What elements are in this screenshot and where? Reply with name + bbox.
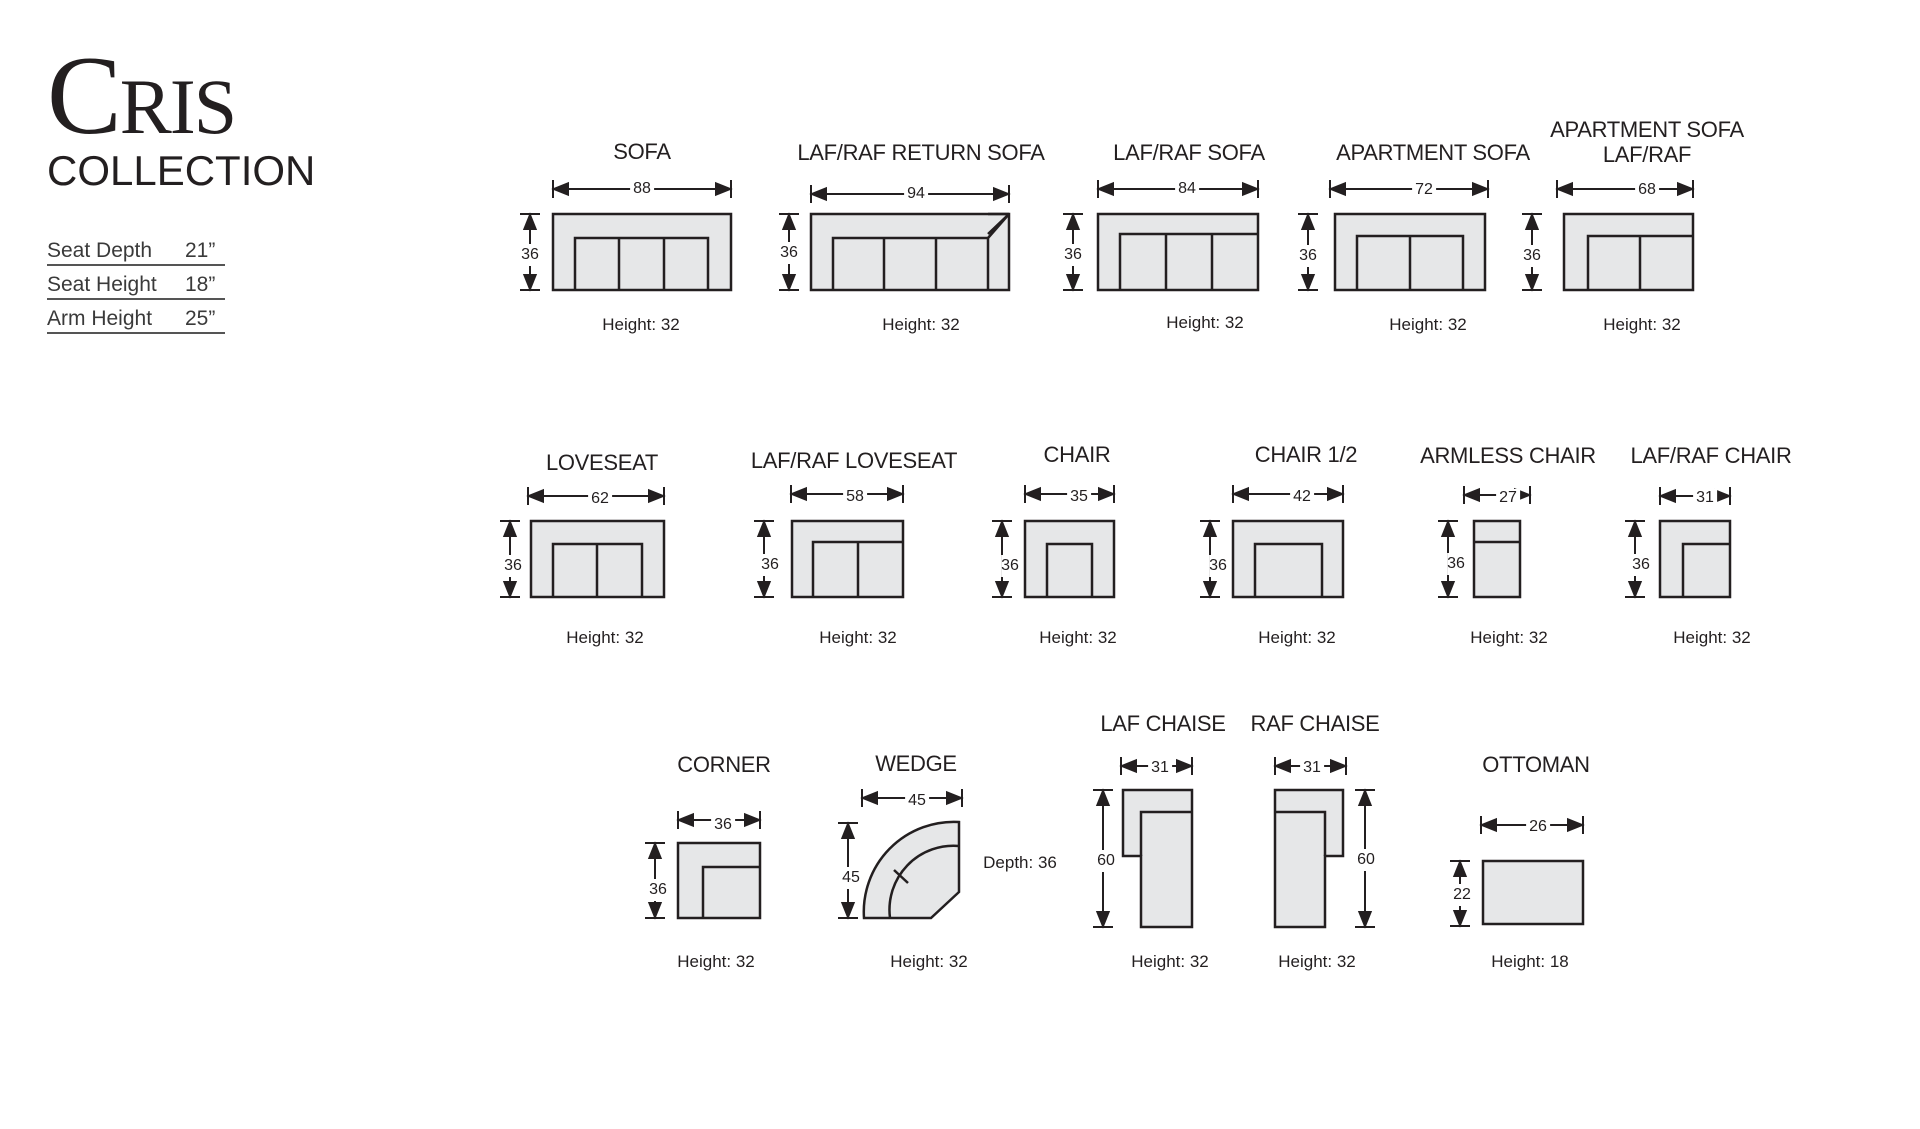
apt-sofa-depth: 36 bbox=[1299, 245, 1317, 267]
chair-half-depth: 36 bbox=[1209, 555, 1227, 577]
laf-loveseat-diagram bbox=[754, 485, 905, 599]
corner-title: CORNER bbox=[677, 752, 771, 777]
chair-height: Height: 32 bbox=[1039, 628, 1117, 647]
raf-chaise-height: Height: 32 bbox=[1278, 952, 1356, 971]
ottoman-height: Height: 18 bbox=[1491, 952, 1569, 971]
spec-row: Seat Height 18” bbox=[47, 266, 225, 300]
return-sofa-diagram bbox=[779, 185, 1011, 292]
raf-chaise-width: 31 bbox=[1300, 759, 1324, 777]
brand-block: Cris COLLECTION bbox=[47, 40, 315, 192]
laf-sofa-diagram bbox=[1063, 180, 1260, 292]
laf-sofa-title: LAF/RAF SOFA bbox=[1113, 140, 1265, 165]
sofa-depth: 36 bbox=[521, 244, 539, 266]
apt-sofa-laf-width: 68 bbox=[1635, 181, 1659, 199]
chair-half-title: CHAIR 1/2 bbox=[1254, 442, 1358, 467]
specs-table: Seat Depth 21” Seat Height 18” Arm Heigh… bbox=[47, 232, 225, 334]
return-sofa-depth: 36 bbox=[780, 242, 798, 264]
laf-sofa-height: Height: 32 bbox=[1166, 313, 1244, 332]
sofa-width: 88 bbox=[630, 180, 654, 198]
apt-sofa-laf-title: APARTMENT SOFA LAF/RAF bbox=[1550, 117, 1744, 167]
apt-sofa-title: APARTMENT SOFA bbox=[1336, 140, 1530, 165]
laf-chaise-height: Height: 32 bbox=[1131, 952, 1209, 971]
laf-loveseat-depth: 36 bbox=[761, 554, 779, 576]
spec-label: Seat Height bbox=[47, 273, 157, 296]
ottoman-width: 26 bbox=[1526, 818, 1550, 836]
laf-sofa-depth: 36 bbox=[1064, 244, 1082, 266]
laf-chaise-width: 31 bbox=[1148, 759, 1172, 777]
raf-chaise-depth: 60 bbox=[1357, 849, 1375, 871]
spec-label: Seat Depth bbox=[47, 239, 153, 262]
chair-diagram bbox=[992, 485, 1116, 599]
sofa-height: Height: 32 bbox=[602, 315, 680, 334]
ottoman-title: OTTOMAN bbox=[1482, 752, 1590, 777]
loveseat-diagram bbox=[500, 487, 666, 599]
corner-diagram bbox=[645, 811, 762, 920]
spec-row: Seat Depth 21” bbox=[47, 232, 225, 266]
apartment-sofa-diagram bbox=[1298, 180, 1490, 292]
apt-sofa-laf-title-line2: LAF/RAF bbox=[1602, 142, 1692, 167]
apt-sofa-width: 72 bbox=[1412, 181, 1436, 199]
armless-depth: 36 bbox=[1447, 553, 1465, 575]
corner-width: 36 bbox=[711, 816, 735, 834]
return-sofa-width: 94 bbox=[904, 185, 928, 203]
laf-loveseat-width: 58 bbox=[843, 488, 867, 506]
wedge-extra-depth: Depth: 36 bbox=[980, 854, 1060, 872]
brand-subtitle: COLLECTION bbox=[47, 147, 316, 194]
apt-sofa-laf-depth: 36 bbox=[1523, 245, 1541, 267]
laf-loveseat-height: Height: 32 bbox=[819, 628, 897, 647]
chair-half-height: Height: 32 bbox=[1258, 628, 1336, 647]
laf-sofa-width: 84 bbox=[1175, 180, 1199, 198]
ottoman-diagram bbox=[1450, 816, 1585, 928]
raf-chaise-title: RAF CHAISE bbox=[1250, 711, 1380, 736]
loveseat-title: LOVESEAT bbox=[545, 450, 659, 475]
wedge-diagram bbox=[838, 789, 964, 920]
return-sofa-title: LAF/RAF RETURN SOFA bbox=[797, 140, 1045, 165]
wedge-width: 45 bbox=[905, 792, 929, 810]
spec-value: 21” bbox=[185, 239, 216, 262]
wedge-title: WEDGE bbox=[875, 751, 957, 776]
ottoman-depth: 22 bbox=[1453, 884, 1471, 906]
spec-value: 25” bbox=[185, 307, 216, 330]
chair-width: 35 bbox=[1067, 488, 1091, 506]
apt-sofa-laf-title-line1: APARTMENT SOFA bbox=[1550, 117, 1744, 142]
spec-row: Arm Height 25” bbox=[47, 300, 225, 334]
chair-title: CHAIR bbox=[1043, 442, 1111, 467]
apartment-sofa-laf-diagram bbox=[1522, 180, 1695, 292]
brand-name: Cris bbox=[47, 34, 237, 158]
laf-loveseat-title: LAF/RAF LOVESEAT bbox=[750, 448, 958, 473]
laf-chaise-title: LAF CHAISE bbox=[1100, 711, 1226, 736]
laf-chaise-diagram bbox=[1093, 757, 1194, 929]
wedge-depth: 45 bbox=[842, 867, 860, 889]
laf-chair-depth: 36 bbox=[1632, 554, 1650, 576]
loveseat-depth: 36 bbox=[504, 555, 522, 577]
armless-width: 27 bbox=[1496, 489, 1520, 507]
sofa-title: SOFA bbox=[613, 139, 671, 164]
laf-chair-title: LAF/RAF CHAIR bbox=[1630, 443, 1792, 468]
chair-depth: 36 bbox=[1001, 555, 1019, 577]
chair-half-diagram bbox=[1200, 485, 1345, 599]
armless-height: Height: 32 bbox=[1470, 628, 1548, 647]
return-sofa-height: Height: 32 bbox=[882, 315, 960, 334]
loveseat-height: Height: 32 bbox=[566, 628, 644, 647]
apt-sofa-laf-height: Height: 32 bbox=[1603, 315, 1681, 334]
chair-half-width: 42 bbox=[1290, 488, 1314, 506]
spec-value: 18” bbox=[185, 273, 216, 296]
sofa-diagram bbox=[520, 180, 733, 292]
armless-title: ARMLESS CHAIR bbox=[1420, 443, 1596, 468]
laf-chair-width: 31 bbox=[1693, 489, 1717, 507]
loveseat-width: 62 bbox=[588, 490, 612, 508]
spec-label: Arm Height bbox=[47, 307, 153, 330]
apt-sofa-height: Height: 32 bbox=[1389, 315, 1467, 334]
corner-depth: 36 bbox=[649, 879, 667, 901]
raf-chaise-diagram bbox=[1273, 757, 1375, 929]
wedge-height: Height: 32 bbox=[890, 952, 968, 971]
laf-chair-height: Height: 32 bbox=[1673, 628, 1751, 647]
laf-chaise-depth: 60 bbox=[1097, 850, 1115, 872]
corner-height: Height: 32 bbox=[677, 952, 755, 971]
